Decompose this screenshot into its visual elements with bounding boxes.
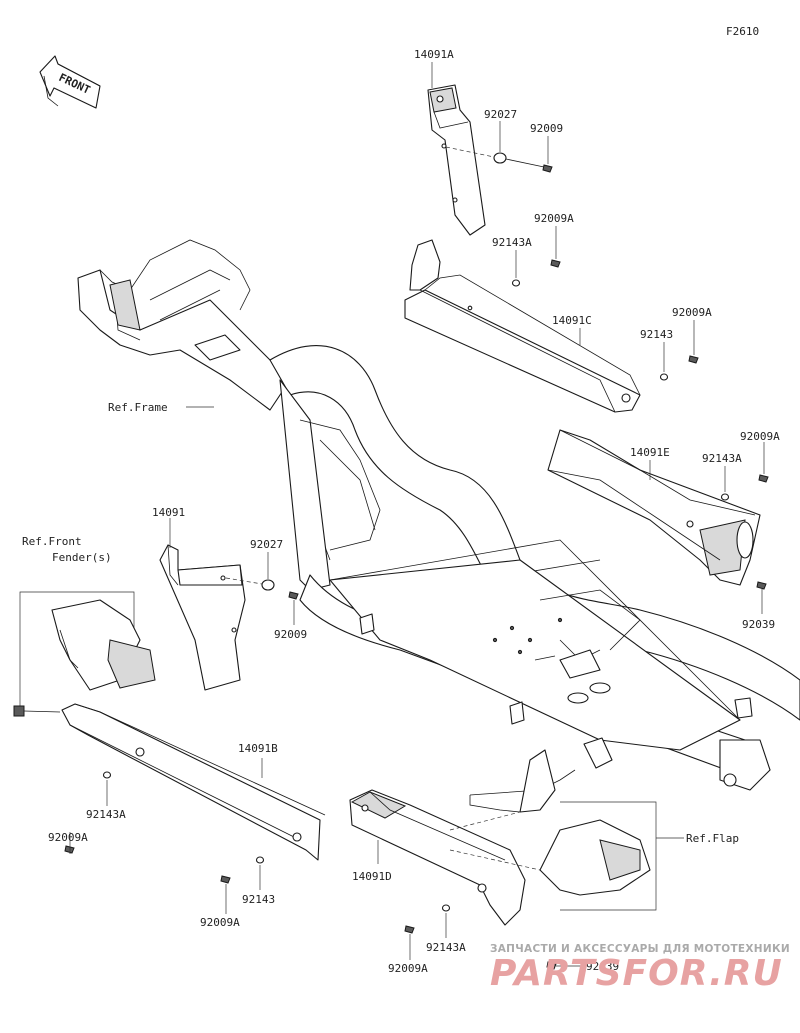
watermark-logo: PARTSFOR.RU — [490, 953, 783, 994]
bolt-92009A-f[interactable] — [404, 925, 415, 934]
watermark-tagline: ЗАПЧАСТИ И АКСЕССУАРЫ ДЛЯ МОТОТЕХНИКИ — [490, 943, 790, 955]
bolt-92009A-b[interactable] — [688, 355, 699, 364]
figure-code: F2610 — [726, 25, 759, 38]
collar-92143A-d[interactable] — [102, 771, 112, 779]
bolt-92009A-a[interactable] — [550, 259, 561, 268]
collar-92143A-f[interactable] — [441, 904, 451, 912]
bolt-92009A-e[interactable] — [220, 875, 231, 884]
part-14091C[interactable] — [404, 239, 641, 413]
label-92009A-a: 92009A — [534, 212, 574, 225]
front-arrow-icon: FRONT — [39, 55, 101, 109]
bolt-92009A-d[interactable] — [64, 845, 75, 854]
ref-front-fender-label-2: Fender(s) — [52, 551, 112, 564]
bolt-92009A-c[interactable] — [758, 474, 769, 483]
label-92009-top: 92009 — [530, 122, 563, 135]
label-92039-bottom: 92039 — [586, 960, 619, 973]
label-92009A-d: 92009A — [48, 831, 88, 844]
ref-flap-label: Ref.Flap — [686, 832, 739, 845]
part-14091E[interactable] — [547, 429, 761, 586]
label-14091D: 14091D — [352, 870, 392, 883]
front-fender-ref — [51, 599, 156, 691]
frame-assembly — [77, 239, 800, 791]
bolt-92009-top[interactable] — [505, 158, 553, 173]
collar-92143A-c[interactable] — [720, 493, 730, 501]
label-92027-top: 92027 — [484, 108, 517, 121]
part-14091[interactable] — [159, 544, 246, 691]
label-92143-e: 92143 — [242, 893, 275, 906]
label-14091: 14091 — [152, 506, 185, 519]
bolt-92039-bottom[interactable] — [546, 961, 557, 970]
washer-92027-mid[interactable] — [261, 579, 275, 591]
collar-92143-b[interactable] — [659, 373, 669, 381]
part-14091D[interactable] — [349, 789, 526, 926]
label-92143A-f: 92143A — [426, 941, 466, 954]
label-92143A-a: 92143A — [492, 236, 532, 249]
bolt-92009-mid[interactable] — [288, 591, 299, 600]
label-92039-right: 92039 — [742, 618, 775, 631]
label-14091B: 14091B — [238, 742, 278, 755]
label-92027-mid: 92027 — [250, 538, 283, 551]
label-14091C: 14091C — [552, 314, 592, 327]
bolt-92039-right[interactable] — [756, 581, 767, 590]
label-14091A: 14091A — [414, 48, 454, 61]
label-14091E: 14091E — [630, 446, 670, 459]
label-92009A-e: 92009A — [200, 916, 240, 929]
flap-ref — [449, 749, 651, 896]
label-92143A-c: 92143A — [702, 452, 742, 465]
label-92009-mid: 92009 — [274, 628, 307, 641]
label-92009A-b: 92009A — [672, 306, 712, 319]
ref-front-fender-label-1: Ref.Front — [22, 535, 82, 548]
collar-92143-e[interactable] — [255, 856, 265, 864]
washer-92027-top[interactable] — [493, 152, 507, 164]
label-92009A-f: 92009A — [388, 962, 428, 975]
part-14091A[interactable] — [427, 84, 486, 236]
fastener-front-left-icon — [13, 705, 61, 717]
label-92143A-d: 92143A — [86, 808, 126, 821]
part-14091B[interactable] — [61, 703, 326, 861]
label-92143-b: 92143 — [640, 328, 673, 341]
label-92009A-c: 92009A — [740, 430, 780, 443]
collar-92143A-a[interactable] — [511, 279, 521, 287]
ref-frame-label: Ref.Frame — [108, 401, 168, 414]
